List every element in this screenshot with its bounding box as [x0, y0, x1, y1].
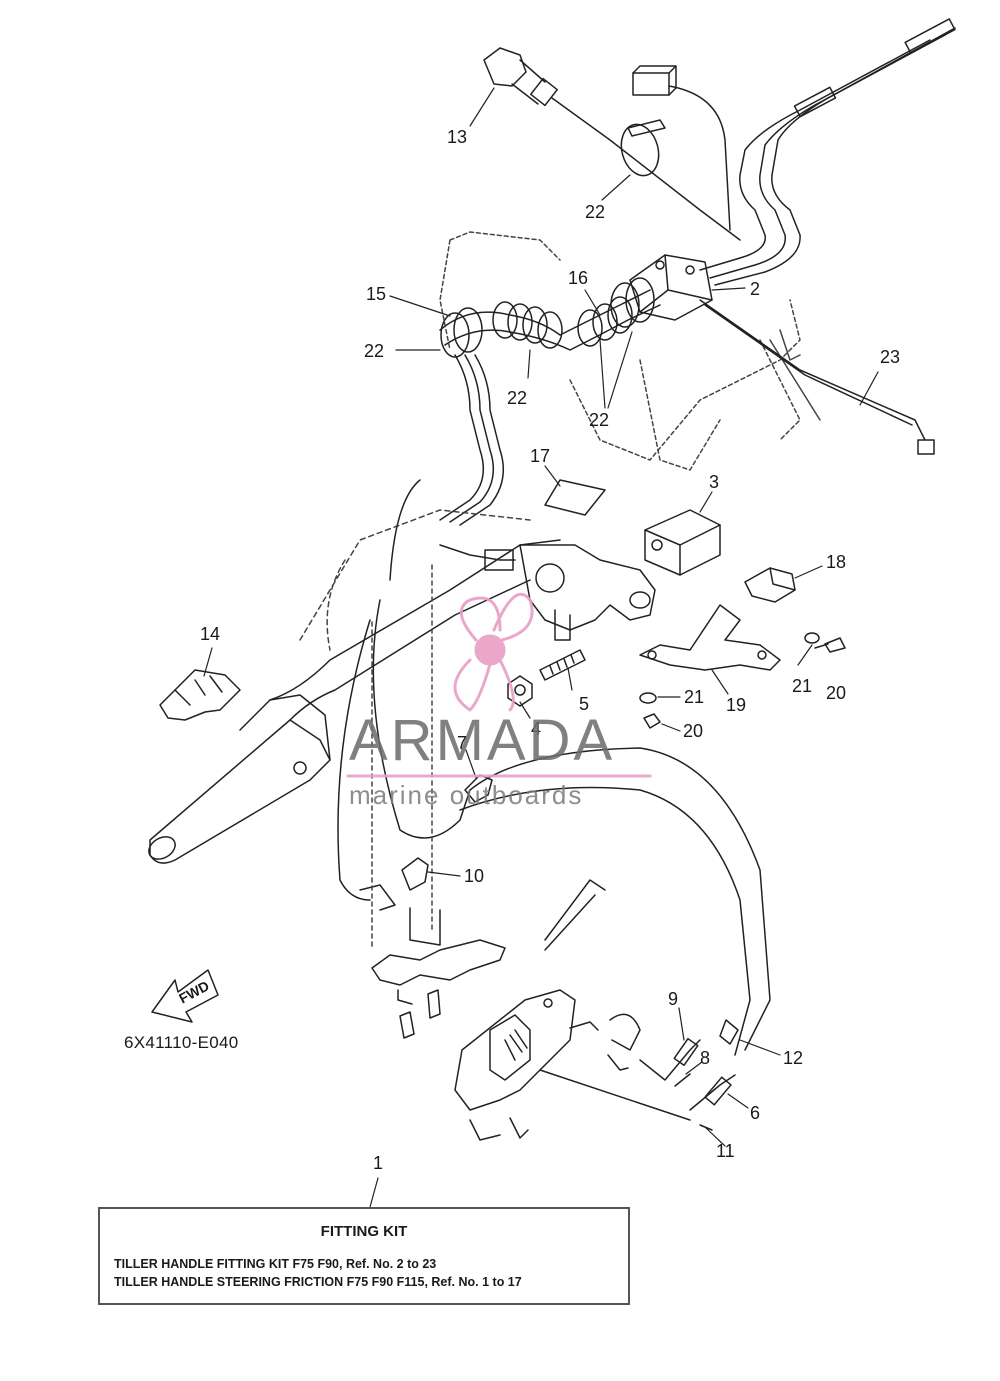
- bolt-20-lower: [643, 713, 661, 729]
- callout-20-lower: 20: [683, 721, 704, 741]
- nut-4: [507, 675, 533, 707]
- bolt-20-right: [814, 637, 846, 653]
- lower-bracket: [359, 884, 506, 1005]
- washer-21-lower: [639, 692, 657, 704]
- callout-12: 12: [783, 1048, 804, 1068]
- tiller-arm-dashed: [299, 509, 531, 651]
- callout-20-right: 20: [826, 683, 847, 703]
- callout-14: 14: [200, 624, 221, 644]
- callout-21-lower: 21: [684, 687, 705, 707]
- callout-7: 7: [457, 733, 468, 753]
- callout-22-left: 22: [364, 341, 385, 361]
- callout-17: 17: [530, 446, 551, 466]
- tiller-arm: [148, 539, 561, 864]
- wire-23: [699, 299, 935, 455]
- callout-6: 6: [750, 1103, 761, 1123]
- label-plate-17: [544, 479, 606, 516]
- dashed-guides: [371, 564, 433, 951]
- grip-14: [159, 669, 241, 721]
- module-3: [644, 509, 721, 576]
- bracket-19: [639, 604, 781, 671]
- callout-22-mid: 22: [507, 388, 528, 408]
- diagram-code: 6X41110-E040: [124, 1033, 239, 1052]
- callout-9: 9: [668, 989, 679, 1009]
- callout-2: 2: [750, 279, 761, 299]
- callout-1: 1: [373, 1153, 384, 1173]
- fwd-arrow-icon: [151, 969, 219, 1023]
- friction-assembly: [454, 879, 641, 1141]
- control-cable-loop: [337, 479, 771, 1056]
- watermark-subtitle: marine outboards: [349, 780, 584, 810]
- callout-5: 5: [579, 694, 590, 714]
- callout-13: 13: [447, 127, 468, 147]
- fitting-kit-line-2: TILLER HANDLE STEERING FRICTION F75 F90 …: [114, 1275, 522, 1289]
- washer-21-right: [804, 632, 820, 644]
- callout-8: 8: [700, 1048, 711, 1068]
- propeller-logo-icon: [346, 592, 652, 778]
- callout-22-right: 22: [589, 410, 610, 430]
- throttle-cables: [699, 18, 956, 286]
- fitting-kit-title: FITTING KIT: [320, 1223, 408, 1240]
- callout-19: 19: [726, 695, 747, 715]
- callout-21-right: 21: [792, 676, 813, 696]
- callout-4: 4: [531, 719, 542, 739]
- cowling-outline: [439, 231, 801, 471]
- bracket-outline: [769, 329, 821, 421]
- clamp-10: [401, 857, 429, 891]
- cable-tie-22-top: [620, 119, 666, 177]
- leader-lines: [203, 87, 879, 1208]
- wire-harness: [439, 289, 661, 526]
- clip-18: [744, 567, 796, 603]
- callout-23: 23: [880, 347, 901, 367]
- connector-13: [483, 47, 741, 241]
- watermark-title: ARMADA: [349, 708, 616, 773]
- screws-lower: [399, 989, 441, 1039]
- callout-18: 18: [826, 552, 847, 572]
- callout-3: 3: [709, 472, 720, 492]
- callout-10: 10: [464, 866, 485, 886]
- switch-body-2: [610, 254, 713, 328]
- pivot-bracket: [439, 544, 656, 641]
- callout-22-top: 22: [585, 202, 606, 222]
- callout-16: 16: [568, 268, 589, 288]
- callout-15: 15: [366, 284, 387, 304]
- fitting-kit-line-1: TILLER HANDLE FITTING KIT F75 F90, Ref. …: [114, 1257, 437, 1271]
- callout-11: 11: [716, 1141, 735, 1161]
- fitting-kit-box: FITTING KIT TILLER HANDLE FITTING KIT F7…: [98, 1207, 630, 1305]
- bolt-5: [539, 649, 586, 681]
- small-connector: [632, 65, 731, 231]
